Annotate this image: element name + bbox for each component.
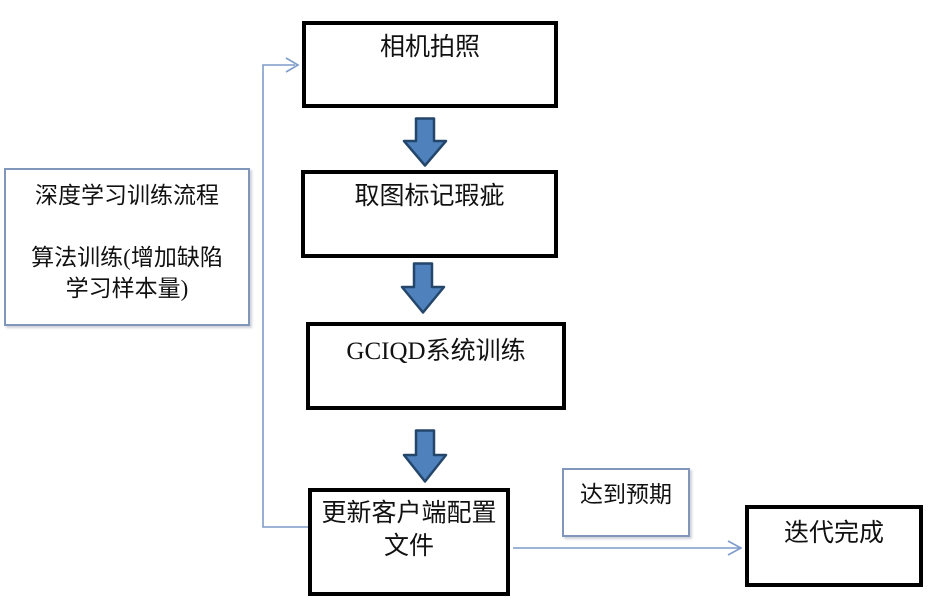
- down-block-arrow-icon: [402, 117, 448, 167]
- flow-step-system-training: GCIQD系统训练: [306, 322, 566, 410]
- flow-step-update-config: 更新客户端配置 文件: [308, 488, 510, 596]
- info-note-box: 深度学习训练流程 算法训练(增加缺陷 学习样本量): [4, 168, 250, 326]
- flow-step-system-training-label: GCIQD系统训练: [346, 338, 526, 365]
- down-block-arrow-icon: [402, 429, 448, 483]
- flow-step-update-config-line2: 文件: [383, 532, 434, 560]
- flow-step-mark-defects-label: 取图标记瑕疵: [354, 183, 505, 210]
- flow-step-camera: 相机拍照: [302, 21, 558, 108]
- info-note-line3: 学习样本量): [65, 276, 189, 301]
- flow-step-mark-defects: 取图标记瑕疵: [301, 170, 558, 258]
- done-connector-arrowhead-icon: [727, 540, 743, 556]
- flow-step-iteration-done-label: 迭代完成: [783, 520, 884, 547]
- feedback-connector-line: [262, 64, 308, 528]
- down-block-arrow-icon: [400, 262, 446, 314]
- edge-label-expectation: 达到预期: [562, 468, 690, 537]
- flow-step-camera-label: 相机拍照: [379, 34, 480, 61]
- flow-step-update-config-line1: 更新客户端配置: [321, 500, 497, 527]
- edge-label-expectation-text: 达到预期: [580, 482, 672, 507]
- flow-step-iteration-done: 迭代完成: [745, 505, 923, 587]
- feedback-connector-arrowhead-icon: [285, 57, 300, 73]
- info-note-line1: 深度学习训练流程: [35, 183, 219, 208]
- info-note-line2: 算法训练(增加缺陷: [31, 245, 223, 270]
